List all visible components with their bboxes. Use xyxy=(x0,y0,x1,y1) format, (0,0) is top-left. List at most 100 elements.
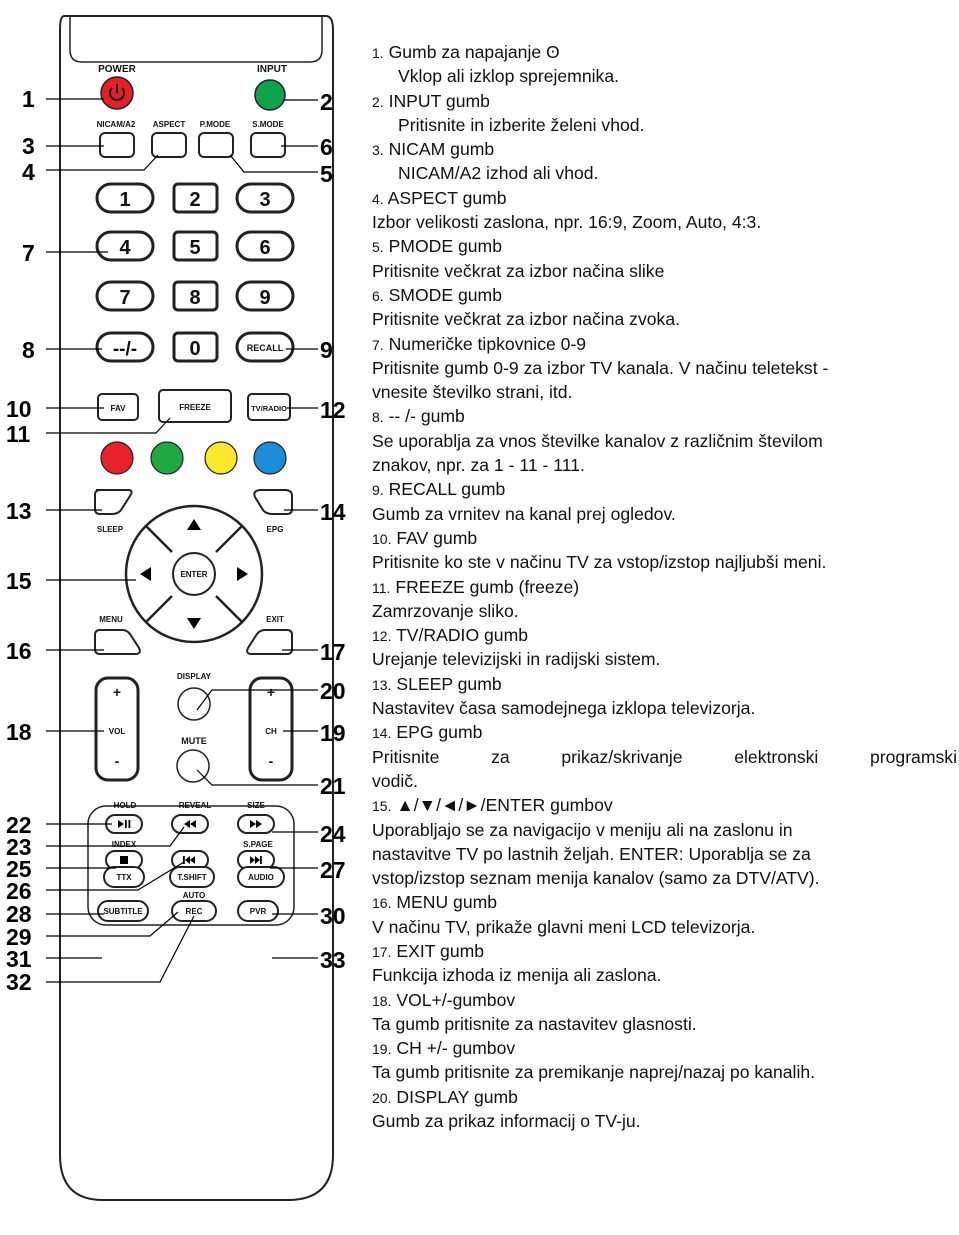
digit-1-label: 1 xyxy=(119,189,130,211)
display-label: DISPLAY xyxy=(177,672,212,681)
callout-24: 24 xyxy=(320,821,346,847)
ch-rocker[interactable] xyxy=(248,676,294,782)
auto-label: AUTO xyxy=(183,891,206,900)
item-heading: 17. EXIT gumb xyxy=(372,939,957,963)
digit-0-button[interactable] xyxy=(172,331,219,363)
digit-3-button[interactable] xyxy=(235,182,295,214)
callout-14: 14 xyxy=(320,499,346,525)
item-description: Zamrzovanje sliko. xyxy=(372,599,957,623)
fav-button[interactable] xyxy=(97,393,139,421)
vol-rocker[interactable] xyxy=(94,676,140,782)
nicam-button[interactable] xyxy=(99,132,135,158)
dash-button[interactable] xyxy=(95,331,155,363)
teletext-panel xyxy=(87,805,295,926)
item-text: V načinu TV, prikaže glavni meni LCD tel… xyxy=(372,916,756,937)
item-text: Ta gumb pritisnite za premikanje naprej/… xyxy=(372,1062,816,1083)
enter-button[interactable] xyxy=(172,552,216,596)
aspect-label: ASPECT xyxy=(153,120,186,129)
ttx-button[interactable] xyxy=(103,866,145,888)
callout-2: 2 xyxy=(320,89,333,115)
callout-31: 31 xyxy=(6,946,32,972)
item-description: Pritisnite ko ste v načinu TV za vstop/i… xyxy=(372,550,957,574)
item-number: 19. xyxy=(372,1041,392,1058)
digit-6-button[interactable] xyxy=(235,230,295,262)
item-number: 1. xyxy=(372,45,384,61)
item-number: 4. xyxy=(372,190,384,207)
audio-button[interactable] xyxy=(237,866,285,888)
callout-16: 16 xyxy=(6,638,32,664)
item-heading: 9. RECALL gumb xyxy=(372,477,957,501)
callout-30: 30 xyxy=(320,903,346,929)
epg-button[interactable] xyxy=(253,489,293,515)
digit-1-button[interactable] xyxy=(95,182,155,214)
ch-plus-label: + xyxy=(267,684,275,700)
blue-key[interactable] xyxy=(253,441,287,475)
digit-4-button[interactable] xyxy=(95,230,155,262)
left-arrow-icon[interactable] xyxy=(140,567,151,581)
recall-button[interactable] xyxy=(235,331,295,363)
green-key[interactable] xyxy=(150,441,184,475)
sleep-button[interactable] xyxy=(94,489,133,515)
item-text: znakov, npr. za 1 - 11 - 111. xyxy=(372,455,585,476)
item-heading: 6. SMODE gumb xyxy=(372,283,957,307)
aspect-button[interactable] xyxy=(151,132,187,158)
item-number: 2. xyxy=(372,93,384,110)
item-description: Ta gumb pritisnite za nastavitev glasnos… xyxy=(372,1012,957,1036)
red-key[interactable] xyxy=(100,441,134,475)
item-text: NICAM/A2 izhod ali vhod. xyxy=(398,163,599,184)
freeze-label: FREEZE xyxy=(179,403,211,412)
item-text: vnesite številko strani, itd. xyxy=(372,382,573,403)
callout-10: 10 xyxy=(6,396,32,422)
item-text: Pritisnite večkrat za izbor načina zvoka… xyxy=(372,309,681,330)
exit-button[interactable] xyxy=(246,629,293,655)
menu-button[interactable] xyxy=(94,629,141,655)
ttx-label: TTX xyxy=(116,873,132,882)
spage-label: S.PAGE xyxy=(243,840,273,849)
item-text: Ta gumb pritisnite za nastavitev glasnos… xyxy=(372,1013,697,1034)
item-heading: 1. Gumb za napajanje ʘ xyxy=(372,40,957,64)
digit-7-button[interactable] xyxy=(95,280,155,312)
smode-button[interactable] xyxy=(250,132,286,158)
mute-label: MUTE xyxy=(181,736,207,746)
item-title: CH +/- gumbov xyxy=(391,1038,516,1059)
tvradio-button[interactable] xyxy=(247,393,291,421)
item-text: Nastavitev časa samodejnega izklopa tele… xyxy=(372,698,756,719)
input-button[interactable] xyxy=(254,79,286,111)
recall-label: RECALL xyxy=(247,343,284,353)
item-description: Izbor velikosti zaslona, npr. 16:9, Zoom… xyxy=(372,210,957,234)
item-heading: 18. VOL+/-gumbov xyxy=(372,988,957,1012)
digit-9-button[interactable] xyxy=(235,280,295,312)
item-text: Urejanje televizijski in radijski sistem… xyxy=(372,649,661,670)
item-description: Pritisnite večkrat za izbor načina zvoka… xyxy=(372,307,957,331)
pvr-button[interactable] xyxy=(237,900,279,922)
item-title: -- /- gumb xyxy=(383,406,465,427)
down-arrow-icon[interactable] xyxy=(187,618,201,629)
callout-1: 1 xyxy=(22,86,35,112)
freeze-button[interactable] xyxy=(158,389,232,423)
item-text: Pritisnite ko ste v načinu TV za vstop/i… xyxy=(372,552,827,573)
item-description: vnesite številko strani, itd. xyxy=(372,380,957,404)
item-title: FAV gumb xyxy=(391,527,478,548)
callout-4: 4 xyxy=(22,159,35,185)
display-button[interactable] xyxy=(177,687,211,721)
yellow-key[interactable] xyxy=(204,441,238,475)
tvradio-label: TV/RADIO xyxy=(251,404,287,413)
pmode-button[interactable] xyxy=(198,132,234,158)
digit-2-label: 2 xyxy=(189,189,200,211)
item-heading: 14. EPG gumb xyxy=(372,720,957,744)
item-description: vodič. xyxy=(372,769,957,793)
subtitle-button[interactable] xyxy=(97,900,149,922)
digit-5-button[interactable] xyxy=(172,230,219,262)
exit-label: EXIT xyxy=(266,615,284,624)
callout-21: 21 xyxy=(320,773,346,799)
digit-8-button[interactable] xyxy=(172,280,219,312)
up-arrow-icon[interactable] xyxy=(187,519,201,530)
item-number: 10. xyxy=(372,530,392,547)
digit-2-button[interactable] xyxy=(172,182,219,214)
right-arrow-icon[interactable] xyxy=(237,567,248,581)
rec-button[interactable] xyxy=(171,900,217,922)
vol-plus-label: + xyxy=(113,684,121,700)
tshift-button[interactable] xyxy=(169,866,215,888)
item-number: 13. xyxy=(372,676,392,693)
callout-26: 26 xyxy=(6,878,32,904)
